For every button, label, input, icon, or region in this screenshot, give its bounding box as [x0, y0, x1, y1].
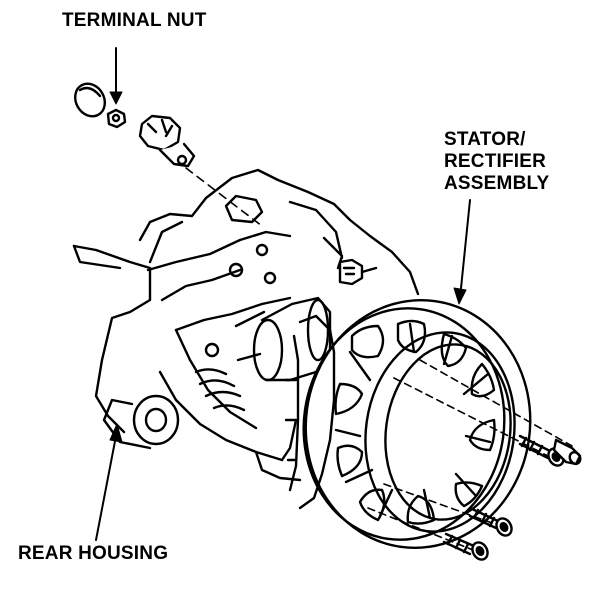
stator-label-line-3: ASSEMBLY: [444, 173, 550, 194]
stator-label-line-2: RECTIFIER: [444, 151, 547, 172]
terminal-insulator: [138, 114, 263, 227]
stator-rectifier-assembly: [284, 199, 532, 549]
rear-housing-leader: [95, 423, 123, 541]
stator-label-line-1: STATOR/: [444, 129, 526, 150]
rear-housing: [72, 168, 420, 482]
terminal-cap: [73, 82, 107, 118]
rear-housing-label: REAR HOUSING: [18, 543, 169, 564]
terminal-nut-label: TERMINAL NUT: [62, 10, 207, 31]
through-bolts: [367, 359, 582, 561]
terminal-nut: [106, 47, 127, 129]
stator-rectifier-label: STATOR/ RECTIFIER ASSEMBLY: [444, 129, 549, 195]
